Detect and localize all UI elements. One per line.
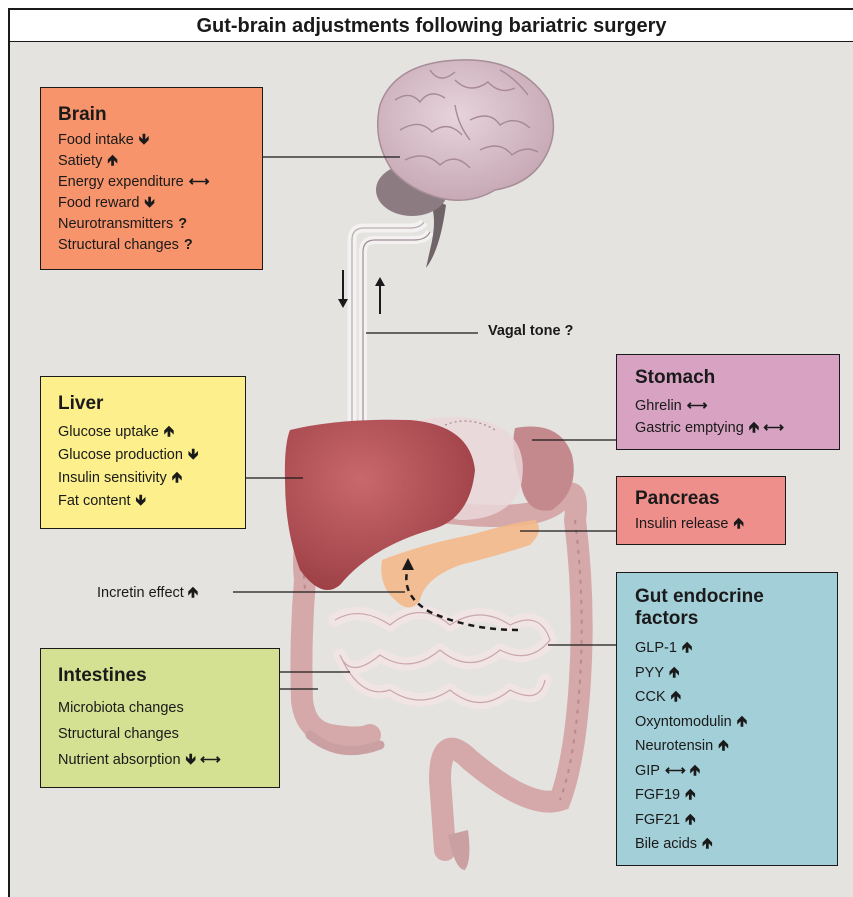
list-item: Energy expenditure⟷ [58,172,262,193]
down-arrow-icon: 🡻 [139,132,149,148]
list-item: Oxyntomodulin🡹 [635,710,837,735]
up-arrow-icon: 🡹 [718,738,728,754]
list-item: Structural changes? [58,235,262,256]
up-arrow-icon: 🡹 [669,665,679,681]
question-mark: ? [178,216,187,232]
intestines-box: Intestines Microbiota changes Structural… [40,648,280,788]
down-arrow-icon: 🡻 [188,447,198,463]
up-arrow-icon: 🡹 [702,836,712,852]
pancreas-list: Insulin release🡹 [635,514,785,535]
list-item: Glucose production🡻 [58,444,245,467]
up-arrow-icon: 🡹 [685,787,695,803]
list-item: Glucose uptake🡹 [58,421,245,444]
list-item: Nutrient absorption🡻 ⟷ [58,747,279,773]
stomach-heading: Stomach [635,367,839,389]
up-arrow-icon: 🡹 [682,640,692,656]
double-arrow-icon: ⟷ [189,174,210,190]
up-and-double-arrow-icon: 🡹 ⟷ [749,420,784,436]
vagal-tone-label: Vagal tone ? [488,323,573,339]
list-item: PYY🡹 [635,661,837,686]
brain-box: Brain Food intake🡻 Satiety🡹 Energy expen… [40,87,263,270]
down-and-double-arrow-icon: 🡻 ⟷ [186,752,221,768]
stomach-box: Stomach Ghrelin⟷ Gastric emptying🡹 ⟷ [616,354,840,450]
brain-heading: Brain [58,104,262,126]
liver-list: Glucose uptake🡹 Glucose production🡻 Insu… [58,421,245,513]
gut-endocrine-list: GLP-1🡹 PYY🡹 CCK🡹 Oxyntomodulin🡹 Neuroten… [635,636,837,857]
up-arrow-icon: 🡹 [737,714,747,730]
up-arrow-icon: 🡹 [107,153,117,169]
up-arrow-icon: 🡹 [685,812,695,828]
up-arrow-icon: 🡹 [188,585,198,601]
list-item: Neurotransmitters? [58,214,262,235]
list-item: Structural changes [58,721,279,747]
list-item: Food intake🡻 [58,130,262,151]
list-item: FGF19🡹 [635,783,837,808]
liver-heading: Liver [58,393,245,415]
list-item: Insulin sensitivity🡹 [58,467,245,490]
list-item: Fat content🡻 [58,490,245,513]
intestines-heading: Intestines [58,665,279,687]
up-arrow-icon: 🡹 [172,470,182,486]
list-item: GIP⟷ 🡹 [635,759,837,784]
pancreas-heading: Pancreas [635,488,785,510]
double-and-up-arrow-icon: ⟷ 🡹 [665,763,700,779]
list-item: Satiety🡹 [58,151,262,172]
list-item: Gastric emptying🡹 ⟷ [635,417,839,439]
intestines-list: Microbiota changes Structural changes Nu… [58,695,279,773]
pancreas-box: Pancreas Insulin release🡹 [616,476,786,545]
list-item: CCK🡹 [635,685,837,710]
question-mark: ? [184,237,193,253]
brain-list: Food intake🡻 Satiety🡹 Energy expenditure… [58,130,262,256]
list-item: FGF21🡹 [635,808,837,833]
list-item: Insulin release🡹 [635,514,785,535]
stomach-list: Ghrelin⟷ Gastric emptying🡹 ⟷ [635,395,839,439]
list-item: Bile acids🡹 [635,832,837,857]
list-item: Ghrelin⟷ [635,395,839,417]
list-item: GLP-1🡹 [635,636,837,661]
down-arrow-icon: 🡻 [136,493,146,509]
list-item: Neurotensin🡹 [635,734,837,759]
vagus-nerve [352,222,430,425]
up-arrow-icon: 🡹 [734,516,744,532]
list-item: Microbiota changes [58,695,279,721]
up-arrow-icon: 🡹 [671,689,681,705]
up-arrow-icon: 🡹 [164,424,174,440]
liver-box: Liver Glucose uptake🡹 Glucose production… [40,376,246,529]
incretin-effect-label: Incretin effect🡹 [97,582,198,607]
double-arrow-icon: ⟷ [687,398,708,414]
down-arrow-icon: 🡻 [144,195,154,211]
list-item: Food reward🡻 [58,193,262,214]
